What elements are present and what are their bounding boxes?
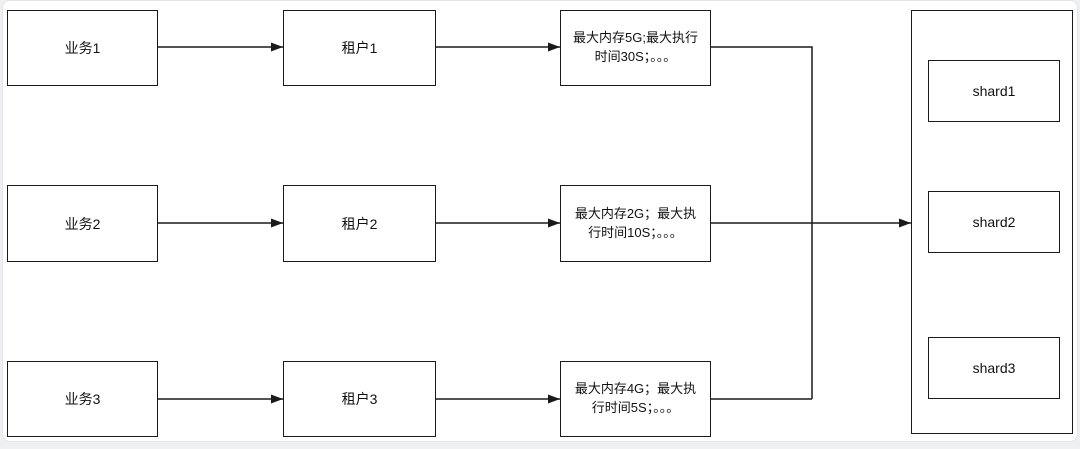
tenant-box-1: 租户1 [283, 10, 436, 86]
business-box-1: 业务1 [7, 10, 158, 86]
limits-box-3: 最大内存4G；最大执行时间5S；。。。 [560, 361, 711, 437]
shard-box-2: shard2 [928, 191, 1060, 253]
shard-box-1: shard1 [928, 60, 1060, 122]
business-box-3: 业务3 [7, 361, 158, 437]
limits-box-1: 最大内存5G;最大执行时间30S；。。。 [560, 10, 711, 86]
business-box-2: 业务2 [7, 185, 158, 262]
shard-box-3: shard3 [928, 337, 1060, 399]
tenant-box-3: 租户3 [283, 361, 436, 437]
limits-box-2: 最大内存2G；最大执行时间10S；。。。 [560, 185, 711, 262]
tenant-box-2: 租户2 [283, 185, 436, 262]
